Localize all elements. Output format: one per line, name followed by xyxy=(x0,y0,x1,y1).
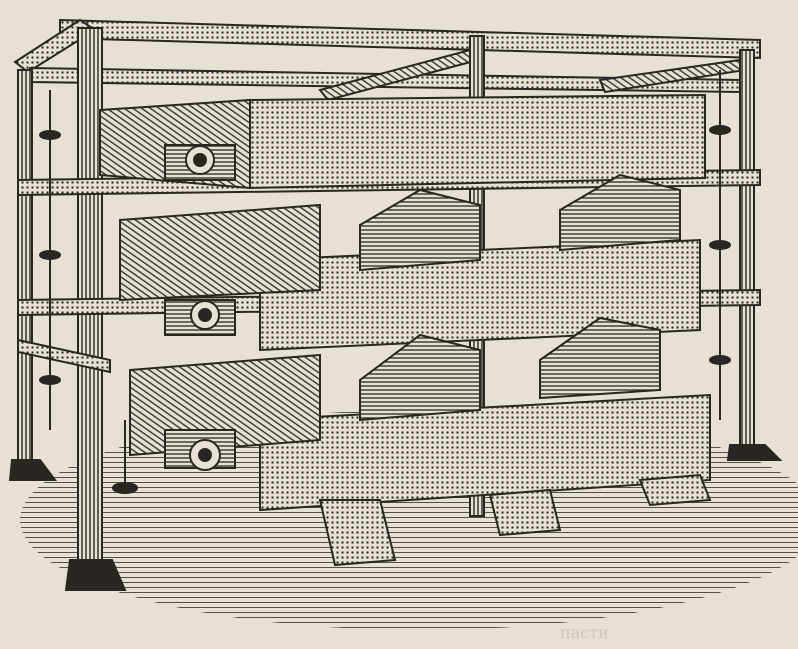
middle-hoppers xyxy=(119,173,701,352)
show-through-text: пасти xyxy=(560,623,609,642)
suspension-rods xyxy=(39,70,731,494)
top-frame xyxy=(13,18,761,102)
upper-sieve-box xyxy=(99,93,706,190)
lower-sieve-box xyxy=(129,316,712,567)
